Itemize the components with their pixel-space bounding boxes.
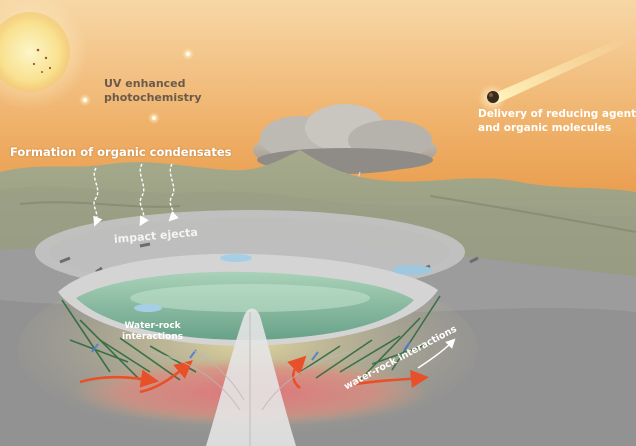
sun-icon [0, 0, 88, 110]
fault-lines [61, 295, 441, 381]
convection-flow-arrows [79, 355, 430, 394]
pond [220, 254, 252, 262]
uv-photochemistry-label: UV enhanced photochemistry [104, 77, 202, 105]
water-rock-pointer [417, 338, 456, 369]
meteor-icon [478, 38, 626, 112]
uv-line-1: UV enhanced [104, 77, 186, 90]
delivery-label: Delivery of reducing agents and organic … [478, 107, 636, 135]
condensate-arrows [93, 163, 179, 227]
photochemistry-sparkles [79, 48, 194, 124]
delivery-line-1: Delivery of reducing agents [478, 108, 636, 120]
central-uplift [206, 308, 296, 446]
uv-line-2: photochemistry [104, 91, 202, 104]
water-rock-line-2: interactions [122, 332, 184, 342]
pond [134, 304, 162, 312]
water-rock-line-1: Water-rock [124, 321, 181, 331]
delivery-line-2: and organic molecules [478, 122, 612, 134]
pond [392, 265, 432, 275]
flow-streamlines [149, 339, 351, 411]
water-rock-upper-label: Water-rock interactions [122, 321, 183, 343]
organic-condensates-label: Formation of organic condensates [10, 145, 232, 159]
